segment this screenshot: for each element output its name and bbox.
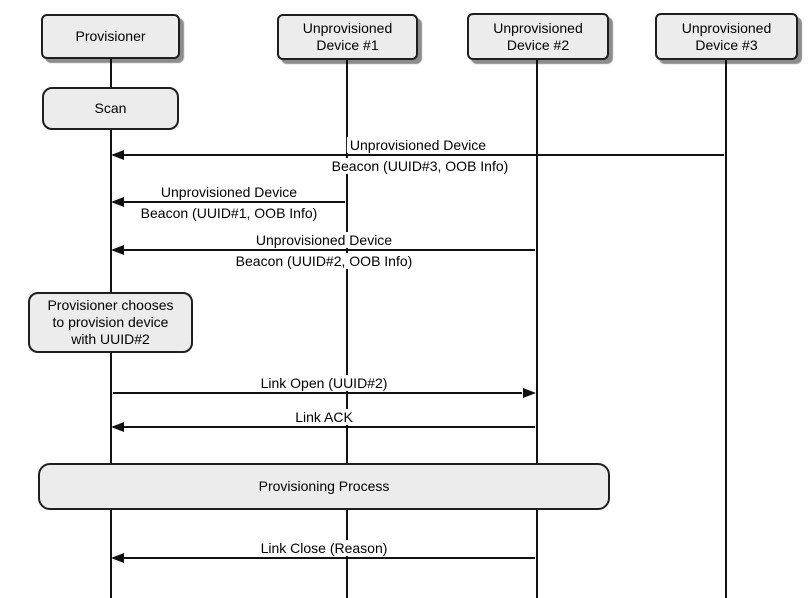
- message-link-close-line: [113, 557, 535, 559]
- scan-label: Scan: [94, 100, 127, 116]
- message-beacon-uuid1-label-bottom: Beacon (UUID#1, OOB Info): [137, 205, 321, 221]
- actor-provisioner-label: Provisioner: [75, 28, 146, 44]
- lifeline-device-2: [536, 59, 538, 598]
- message-link-ack-line: [113, 426, 535, 428]
- message-beacon-uuid1-line: [113, 201, 345, 203]
- message-beacon-uuid3-label-bottom: Beacon (UUID#3, OOB Info): [328, 158, 512, 174]
- actor-provisioner: Provisioner: [41, 14, 180, 59]
- message-link-ack-label: Link ACK: [292, 409, 356, 425]
- message-beacon-uuid3-line: [113, 154, 724, 156]
- provisioner-choice-note: Provisioner chooses to provision device …: [28, 292, 193, 353]
- actor-device-3-label: Unprovisioned Device #3: [681, 19, 772, 53]
- actor-device-1-label: Unprovisioned Device #1: [302, 20, 393, 53]
- scan-action-box: Scan: [42, 87, 179, 130]
- message-beacon-uuid3-label-top: Unprovisioned Device: [346, 137, 490, 153]
- message-beacon-uuid3-arrowhead: [111, 150, 124, 160]
- lifeline-device-3: [725, 59, 727, 598]
- message-link-open-line: [113, 392, 522, 394]
- message-link-close-arrowhead: [111, 553, 124, 563]
- lifeline-device-1: [346, 59, 348, 598]
- message-beacon-uuid1-label-top: Unprovisioned Device: [157, 184, 301, 200]
- provisioner-choice-note-label: Provisioner chooses to provision device …: [47, 297, 174, 347]
- actor-unprovisioned-device-2: Unprovisioned Device #2: [467, 13, 609, 60]
- message-beacon-uuid1-arrowhead: [111, 197, 124, 207]
- actor-unprovisioned-device-3: Unprovisioned Device #3: [655, 13, 798, 60]
- message-beacon-uuid2-label-bottom: Beacon (UUID#2, OOB Info): [232, 253, 416, 269]
- message-beacon-uuid2-label-top: Unprovisioned Device: [252, 232, 396, 248]
- message-link-open-label: Link Open (UUID#2): [257, 375, 391, 391]
- provisioning-process-box: Provisioning Process: [38, 463, 610, 510]
- actor-device-2-label: Unprovisioned Device #2: [493, 19, 583, 53]
- message-beacon-uuid2-line: [113, 249, 535, 251]
- provisioning-process-label: Provisioning Process: [258, 478, 390, 494]
- message-link-ack-arrowhead: [111, 422, 124, 432]
- message-beacon-uuid2-arrowhead: [111, 245, 124, 255]
- actor-unprovisioned-device-1: Unprovisioned Device #1: [277, 14, 418, 60]
- message-link-open-arrowhead: [523, 388, 536, 398]
- message-link-close-label: Link Close (Reason): [257, 540, 391, 556]
